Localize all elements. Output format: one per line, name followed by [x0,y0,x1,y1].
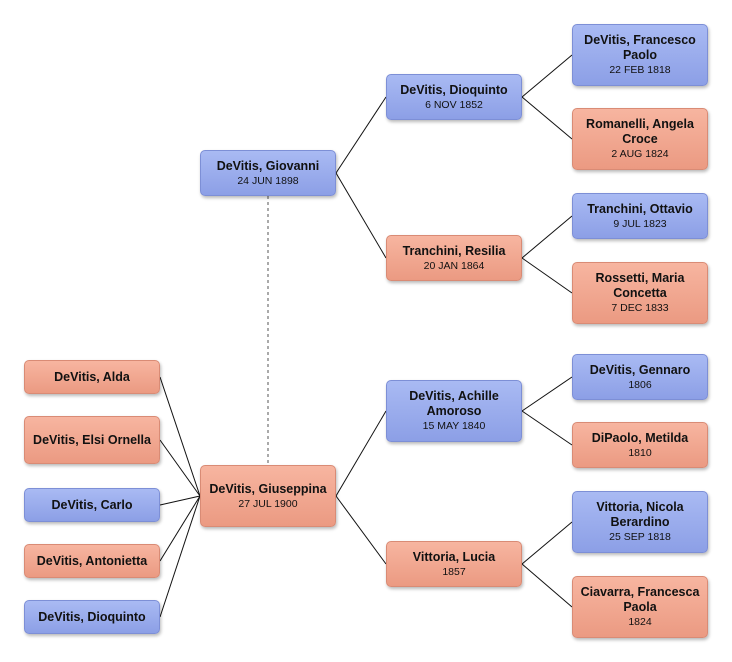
person-name: DeVitis, Dioquinto [400,82,508,97]
person-name: DeVitis, Giuseppina [209,481,327,496]
parent-connector [335,96,387,174]
person-name: DeVitis, Giovanni [216,158,320,173]
parent-connector [521,215,573,259]
person-name: DeVitis, Carlo [51,497,133,512]
person-date: 22 FEB 1818 [609,64,671,76]
person-name: Ciavarra, Francesca Paola [580,585,700,614]
person-name: Rossetti, Maria Concetta [595,271,685,300]
parent-connector [521,521,573,565]
person-name: Tranchini, Ottavio [587,201,693,216]
parent-connector [521,54,573,98]
person-date: 1824 [628,616,652,628]
person-name: DeVitis, Alda [54,369,130,384]
child-connector [159,376,201,497]
parent-connector [521,257,573,294]
parent-connector [335,172,387,259]
person-date: 15 MAY 1840 [422,420,486,432]
person-node-elsi[interactable]: DeVitis, Elsi Ornella [24,416,160,464]
person-node-achille[interactable]: DeVitis, Achille Amoroso 15 MAY 1840 [386,380,522,442]
person-node-resilia[interactable]: Tranchini, Resilia 20 JAN 1864 [386,235,522,281]
person-node-dioquinto-father[interactable]: DeVitis, Dioquinto 6 NOV 1852 [386,74,522,120]
person-date: 9 JUL 1823 [613,217,667,230]
person-name: Tranchini, Resilia [402,243,506,258]
person-node-ottavio[interactable]: Tranchini, Ottavio 9 JUL 1823 [572,193,708,239]
person-date: 7 DEC 1833 [611,302,669,314]
person-node-angela[interactable]: Romanelli, Angela Croce 2 AUG 1824 [572,108,708,170]
person-date: 2 AUG 1824 [611,148,669,160]
parent-connector [335,495,387,565]
person-date: 6 NOV 1852 [425,98,483,111]
parent-connector [521,96,573,140]
person-node-maria[interactable]: Rossetti, Maria Concetta 7 DEC 1833 [572,262,708,324]
person-name: DeVitis, Antonietta [36,553,148,568]
person-date: 1806 [628,378,652,391]
person-name: DeVitis, Dioquinto [38,609,146,624]
child-connector [159,495,201,506]
person-date: 1810 [628,446,652,459]
person-name: DeVitis, Elsi Ornella [33,432,151,447]
person-date: 1857 [442,565,466,578]
person-node-carlo[interactable]: DeVitis, Carlo [24,488,160,522]
person-node-giovanni[interactable]: DeVitis, Giovanni 24 JUN 1898 [200,150,336,196]
parent-connector [335,410,387,497]
person-node-gennaro[interactable]: DeVitis, Gennaro 1806 [572,354,708,400]
person-node-giuseppina[interactable]: DeVitis, Giuseppina 27 JUL 1900 [200,465,336,527]
person-name: DiPaolo, Metilda [591,430,689,445]
child-connector [159,439,201,497]
parent-connector [521,410,573,446]
parent-connector [521,376,573,412]
person-node-ciavarra[interactable]: Ciavarra, Francesca Paola 1824 [572,576,708,638]
person-node-alda[interactable]: DeVitis, Alda [24,360,160,394]
person-name: DeVitis, Achille Amoroso [409,389,499,418]
person-date: 20 JAN 1864 [423,259,485,272]
person-date: 24 JUN 1898 [237,174,299,187]
parent-connector [521,563,573,608]
child-connector [159,495,201,562]
person-node-antonietta[interactable]: DeVitis, Antonietta [24,544,160,578]
person-node-metilda[interactable]: DiPaolo, Metilda 1810 [572,422,708,468]
person-name: Vittoria, Lucia [412,549,496,564]
child-connector [159,495,201,618]
person-node-lucia[interactable]: Vittoria, Lucia 1857 [386,541,522,587]
person-name: Romanelli, Angela Croce [586,117,694,146]
person-node-dioquinto-child[interactable]: DeVitis, Dioquinto [24,600,160,634]
person-name: DeVitis, Francesco Paolo [584,33,696,62]
person-name: DeVitis, Gennaro [589,362,691,377]
person-node-nicola[interactable]: Vittoria, Nicola Berardino 25 SEP 1818 [572,491,708,553]
person-name: Vittoria, Nicola Berardino [596,500,684,529]
person-date: 27 JUL 1900 [238,497,298,510]
person-date: 25 SEP 1818 [609,531,671,543]
person-node-francesco[interactable]: DeVitis, Francesco Paolo 22 FEB 1818 [572,24,708,86]
